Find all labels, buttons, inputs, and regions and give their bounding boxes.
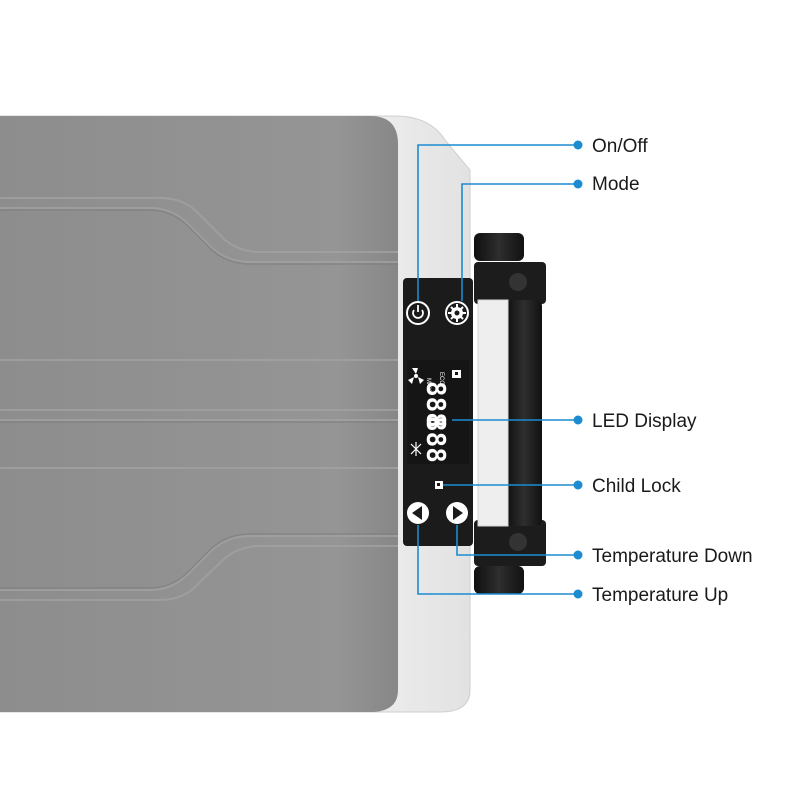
snowflake-icon — [410, 442, 422, 456]
mode-label: Mode — [592, 174, 640, 195]
fridge-lid — [0, 116, 398, 712]
callout-mode-line — [461, 183, 578, 301]
callout-temp-down-line — [456, 525, 578, 556]
lid-contours — [0, 197, 398, 601]
callout-temp-up-line — [417, 525, 578, 595]
on-off-label: On/Off — [592, 136, 648, 157]
child-lock-label: Child Lock — [592, 476, 681, 497]
child-lock-indicator — [435, 481, 443, 489]
lid-shadows — [0, 209, 398, 589]
gear-icon — [448, 304, 466, 322]
temperature-down-label: Temperature Down — [592, 546, 753, 567]
led-display-label: LED Display — [592, 411, 697, 432]
power-icon — [412, 305, 424, 319]
callout-on-off-line — [417, 144, 578, 301]
lock-icon — [452, 370, 461, 378]
led-display: MAX ECO 888 888 — [407, 360, 469, 464]
temperature-down-button[interactable] — [446, 502, 468, 524]
upper-digits: 888 — [420, 381, 450, 428]
lower-digits: 888 — [420, 416, 450, 463]
triangle-right-icon — [453, 506, 463, 520]
lower-digit-row: 888 — [420, 416, 450, 463]
mode-button[interactable] — [445, 301, 469, 325]
triangle-left-icon — [412, 506, 422, 520]
temperature-up-label: Temperature Up — [592, 585, 729, 606]
display-max-label: MAX — [425, 378, 431, 391]
upper-digit-row: 888 — [420, 381, 450, 428]
callout-dots — [573, 140, 583, 599]
on-off-button[interactable] — [406, 301, 430, 325]
handle — [474, 233, 546, 594]
display-eco-label: ECO — [438, 372, 444, 385]
fan-icon — [408, 368, 424, 384]
callout-lines — [417, 144, 578, 595]
temperature-up-button[interactable] — [407, 502, 429, 524]
